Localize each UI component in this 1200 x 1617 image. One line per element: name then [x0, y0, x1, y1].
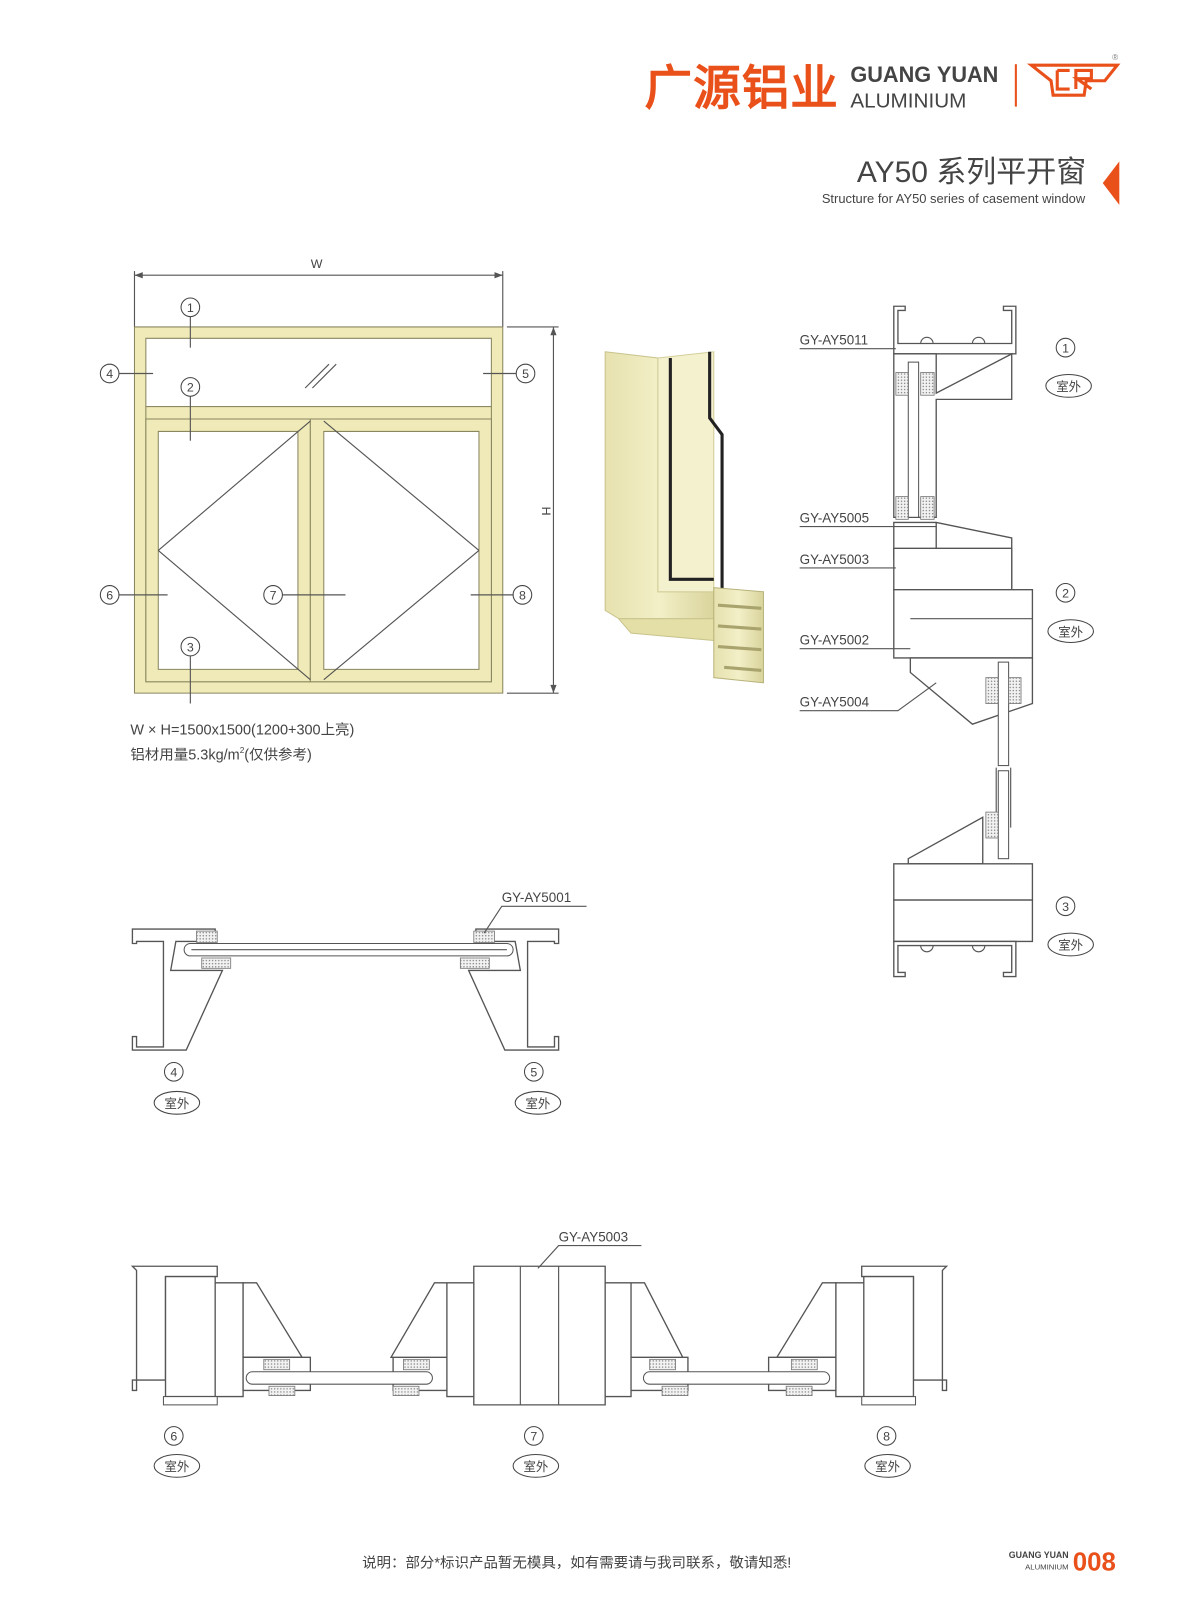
corner-profile-render — [604, 351, 764, 684]
svg-text:室外: 室外 — [1058, 624, 1083, 639]
footer-note: 说明：部分*标识产品暂无模具，如有需要请与我司联系，敬请知悉! — [362, 1554, 791, 1571]
svg-text:4: 4 — [106, 367, 113, 381]
svg-text:8: 8 — [519, 589, 526, 603]
height-label: H — [539, 507, 553, 516]
svg-text:3: 3 — [1062, 900, 1069, 914]
svg-text:室外: 室外 — [164, 1096, 189, 1111]
registered-mark: ® — [1112, 53, 1118, 62]
vertical-section-labels: GY-AY5011 GY-AY5005 GY-AY5003 GY-AY5002 … — [800, 333, 937, 712]
footer-brand: GUANG YUAN — [1009, 1550, 1069, 1560]
part-label: GY-AY5005 — [800, 510, 869, 525]
part-label: GY-AY5001 — [502, 890, 571, 905]
material-usage: 铝材用量5.3kg/m2(仅供参考) — [130, 746, 311, 763]
title-marker-icon — [1102, 161, 1120, 205]
svg-text:8: 8 — [883, 1430, 890, 1444]
svg-text:1: 1 — [187, 301, 194, 315]
page-title-block: AY50 系列平开窗 Structure for AY50 series of … — [822, 156, 1120, 206]
svg-text:3: 3 — [187, 640, 194, 654]
svg-text:7: 7 — [270, 589, 277, 603]
page-subtitle: Structure for AY50 series of casement wi… — [822, 191, 1086, 206]
svg-text:室外: 室外 — [526, 1096, 551, 1111]
part-label: GY-AY5003 — [800, 552, 869, 567]
width-label: W — [311, 257, 323, 271]
svg-text:1: 1 — [1062, 341, 1069, 355]
horizontal-section-1: GY-AY5001 4 室外 5 室外 — [131, 890, 587, 1115]
brand-header: 广源铝业 GUANG YUAN ALUMINIUM ® — [644, 53, 1121, 117]
svg-text:7: 7 — [530, 1430, 537, 1444]
svg-text:室外: 室外 — [875, 1459, 900, 1474]
horizontal-section-2: GY-AY5003 6 室外 7 室外 8 室外 — [130, 1229, 949, 1478]
part-label: GY-AY5004 — [800, 695, 870, 710]
footer-brand-sub: ALUMINIUM — [1025, 1562, 1069, 1571]
vertical-section: GY-AY5011 GY-AY5005 GY-AY5003 GY-AY5002 … — [800, 305, 1094, 978]
brand-name-en: GUANG YUAN — [850, 62, 998, 87]
part-label: GY-AY5003 — [559, 1229, 628, 1244]
gr-logo-icon — [1026, 63, 1121, 97]
footer: 说明：部分*标识产品暂无模具，如有需要请与我司联系，敬请知悉! GUANG YU… — [362, 1548, 1116, 1576]
svg-text:4: 4 — [170, 1065, 177, 1079]
brand-sub-en: ALUMINIUM — [850, 90, 966, 113]
svg-text:5: 5 — [530, 1065, 537, 1079]
window-elevation: W H 1 2 3 4 5 6 7 8 W × H= — [99, 257, 559, 763]
part-label: GY-AY5011 — [800, 333, 868, 348]
svg-text:室外: 室外 — [1058, 938, 1083, 953]
svg-text:6: 6 — [106, 589, 113, 603]
svg-text:2: 2 — [1062, 586, 1069, 600]
page-number: 008 — [1073, 1548, 1116, 1576]
page-title: AY50 系列平开窗 — [857, 156, 1086, 189]
vertical-section-callouts: 1 室外 2 室外 3 室外 — [1045, 337, 1094, 957]
part-label: GY-AY5002 — [800, 633, 869, 648]
svg-text:室外: 室外 — [164, 1459, 189, 1474]
svg-text:6: 6 — [170, 1430, 177, 1444]
svg-text:2: 2 — [187, 381, 194, 395]
brand-name-cn: 广源铝业 — [644, 62, 838, 117]
svg-text:5: 5 — [522, 367, 529, 381]
elevation-callouts: 1 2 3 4 5 6 7 8 — [99, 297, 536, 704]
svg-text:室外: 室外 — [523, 1459, 548, 1474]
size-spec: W × H=1500x1500(1200+300上亮) — [130, 722, 354, 739]
svg-text:室外: 室外 — [1056, 379, 1081, 394]
